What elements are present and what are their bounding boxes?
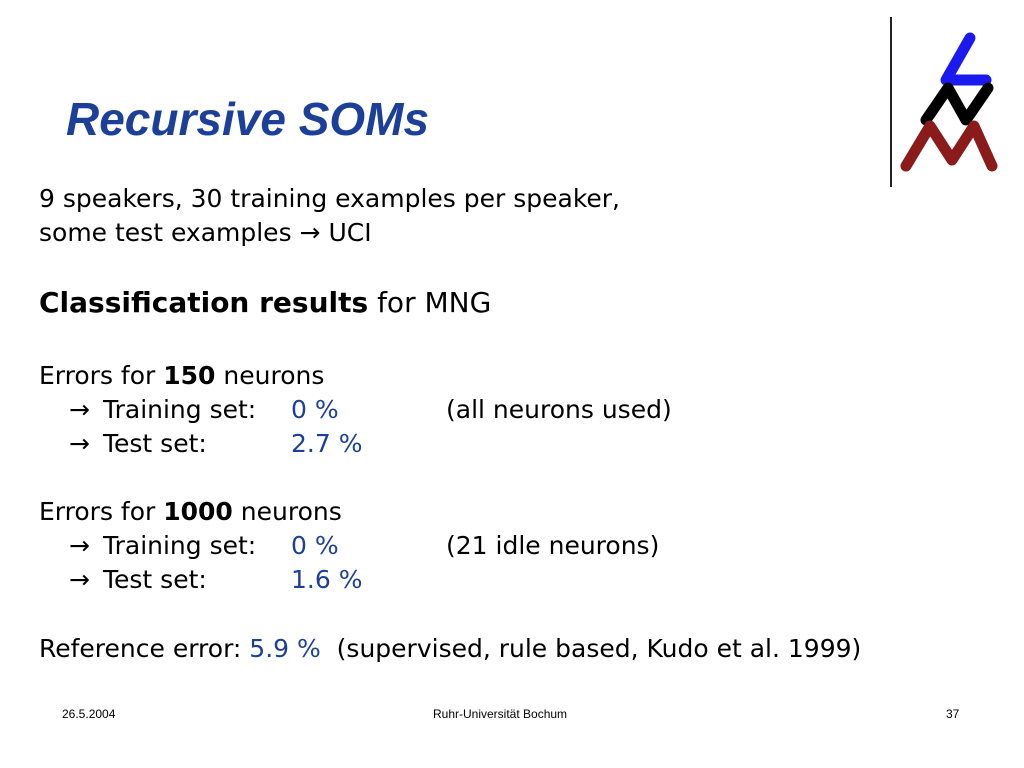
errors-1000-test-row: →Test set:1.6 % [39, 563, 659, 597]
reference-error-value: 5.9 % [249, 634, 321, 663]
training-error-value: 0 % [291, 531, 339, 560]
errors-1000-training-row: →Training set:0 %(21 idle neurons) [39, 529, 659, 563]
intro-line-2: some test examples → UCI [39, 218, 372, 247]
arrow-icon: → [299, 218, 321, 247]
test-error-value: 2.7 % [291, 429, 363, 458]
intro-line-1: 9 speakers, 30 training examples per spe… [39, 184, 621, 213]
reference-error-line: Reference error: 5.9 % (supervised, rule… [39, 634, 862, 663]
footer-page-number: 37 [946, 707, 960, 721]
intro-text: 9 speakers, 30 training examples per spe… [39, 182, 620, 250]
arrow-icon: → [69, 395, 90, 424]
errors-150-training-row: →Training set:0 %(all neurons used) [39, 393, 672, 427]
arrow-icon: → [69, 565, 90, 594]
slide-title: Recursive SOMs [66, 93, 430, 145]
arrow-icon: → [69, 531, 90, 560]
errors-1000-block: Errors for 1000 neurons →Training set:0 … [39, 495, 659, 597]
test-error-value: 1.6 % [291, 565, 363, 594]
errors-1000-heading: Errors for 1000 neurons [39, 497, 342, 526]
vertical-divider [890, 17, 892, 187]
errors-150-heading: Errors for 150 neurons [39, 361, 325, 390]
footer-date: 26.5.2004 [62, 707, 116, 721]
training-error-value: 0 % [291, 395, 339, 424]
arrow-icon: → [69, 429, 90, 458]
errors-150-block: Errors for 150 neurons →Training set:0 %… [39, 359, 672, 461]
footer-institution: Ruhr-Universität Bochum [433, 707, 568, 721]
section-heading: Classification results for MNG [39, 286, 492, 319]
lnm-logo-icon [900, 32, 998, 172]
errors-150-test-row: →Test set:2.7 % [39, 427, 672, 461]
